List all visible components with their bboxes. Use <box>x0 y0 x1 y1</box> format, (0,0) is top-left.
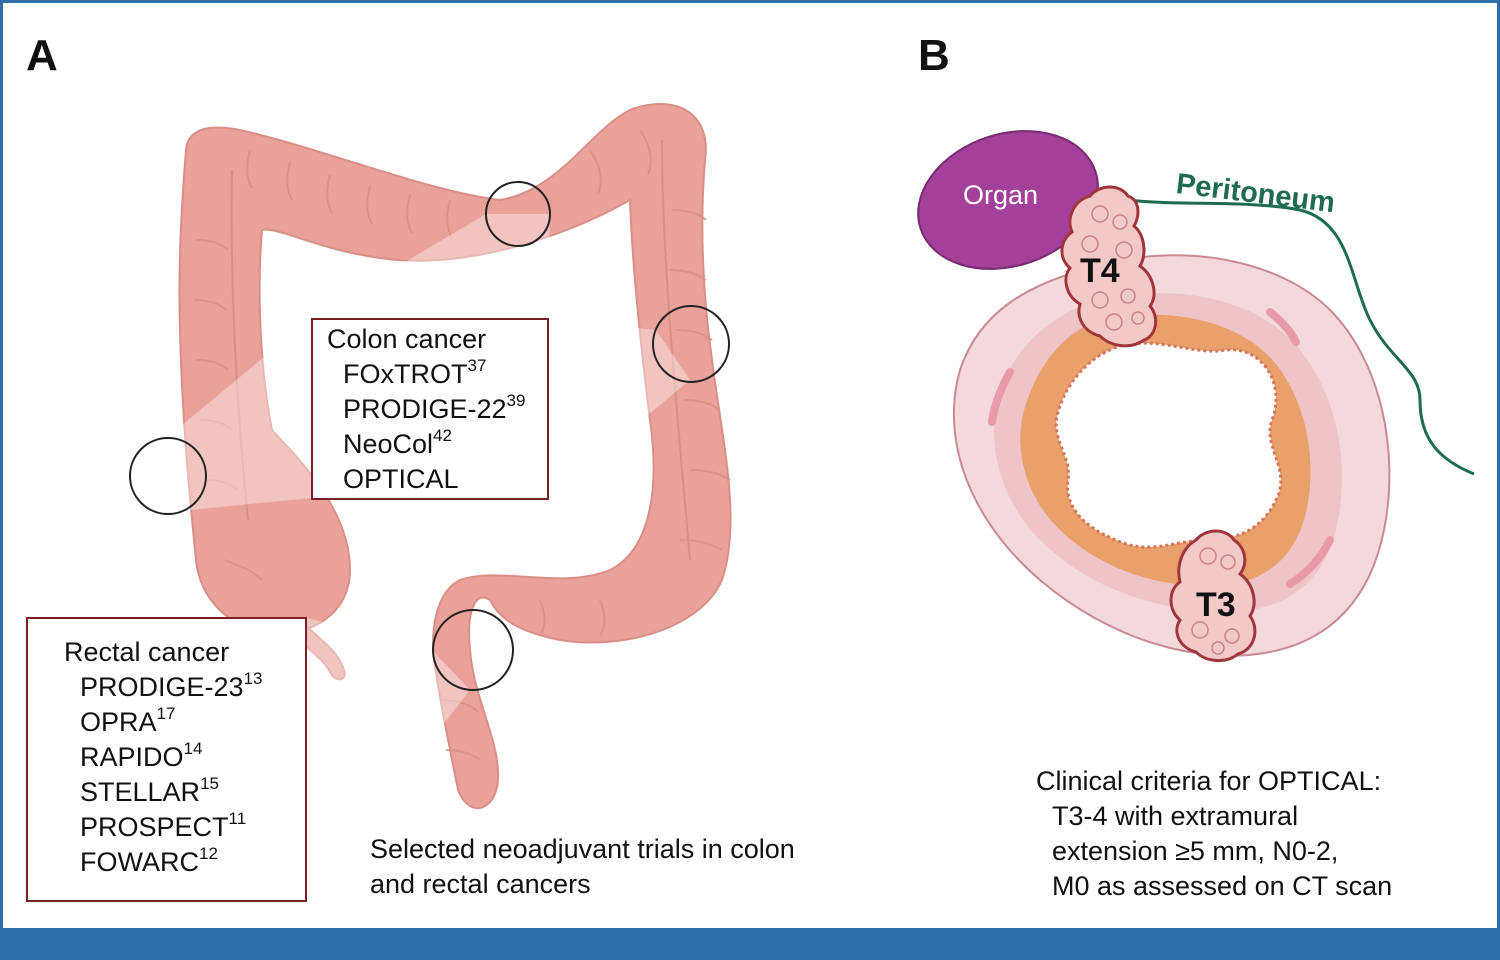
rectal-trial-item: OPRA17 <box>64 705 305 740</box>
colon-box-heading: Colon cancer <box>327 324 487 354</box>
trial-name: NeoCol <box>343 429 434 459</box>
lesion-circles <box>129 181 730 691</box>
t3-label: T3 <box>1196 586 1236 624</box>
trial-name: FOxTROT <box>343 359 468 389</box>
zoom-projections <box>164 214 690 900</box>
caption-line: Selected neoadjuvant trials in colon <box>370 834 795 864</box>
colon-trial-item: PRODIGE-2239 <box>327 392 547 427</box>
trial-name: OPRA <box>80 707 157 737</box>
colon-trial-item: NeoCol42 <box>327 427 547 462</box>
trial-ref: 42 <box>433 426 452 445</box>
trial-name: FOWARC <box>80 847 199 877</box>
frame-top-border <box>0 0 1500 3</box>
t4-label: T4 <box>1080 252 1120 290</box>
trial-ref: 39 <box>506 391 526 410</box>
trial-ref: 13 <box>243 669 263 688</box>
frame-left-border <box>0 0 3 960</box>
t3-tumor <box>1169 529 1257 662</box>
trial-name: OPTICAL <box>343 464 459 494</box>
rectal-trial-item: STELLAR15 <box>64 775 305 810</box>
rectal-trial-item: PRODIGE-2313 <box>64 670 305 705</box>
rectal-trial-item: RAPIDO14 <box>64 740 305 775</box>
colon-trial-item: OPTICAL <box>327 462 547 497</box>
trial-name: STELLAR <box>80 777 201 807</box>
colon-trial-item: FOxTROT37 <box>327 357 547 392</box>
bowel-cross-section <box>952 254 1391 657</box>
colon-cancer-box: Colon cancer FOxTROT37 PRODIGE-2239 NeoC… <box>311 318 549 500</box>
bottom-bar <box>0 928 1500 960</box>
lesion-circle-ascending <box>129 437 207 515</box>
organ-shape <box>917 130 1099 270</box>
trial-ref: 12 <box>198 844 218 863</box>
trial-ref: 15 <box>200 774 219 793</box>
lesion-circle-rectosigmoid <box>432 609 514 691</box>
criteria-heading: Clinical criteria for OPTICAL: <box>1036 766 1382 796</box>
peritoneum-line <box>1127 198 1475 476</box>
panel-a-caption: Selected neoadjuvant trials in colon and… <box>370 832 795 902</box>
rectal-trial-item: FOWARC12 <box>64 845 305 880</box>
lesion-circle-descending <box>652 305 730 383</box>
colon-illustration <box>178 103 732 810</box>
t4-tumor <box>1060 185 1158 348</box>
lesion-circle-transverse <box>485 181 551 247</box>
rectal-cancer-box: Rectal cancer PRODIGE-2313 OPRA17 RAPIDO… <box>26 617 307 902</box>
caption-line: and rectal cancers <box>370 869 591 899</box>
trial-ref: 14 <box>183 739 203 758</box>
panel-b-label: B <box>918 31 950 80</box>
rectal-box-heading: Rectal cancer <box>64 637 230 667</box>
criteria-line: extension ≥5 mm, N0-2, <box>1052 836 1339 866</box>
trial-name: PROSPECT <box>80 812 229 842</box>
criteria-line: T3-4 with extramural <box>1052 801 1299 831</box>
trial-ref: 11 <box>228 809 247 828</box>
figure-artwork <box>129 103 1475 900</box>
trial-name: RAPIDO <box>80 742 184 772</box>
criteria-line: M0 as assessed on CT scan <box>1052 871 1393 901</box>
panel-a-label: A <box>26 31 58 80</box>
rectal-trial-item: PROSPECT11 <box>64 810 305 845</box>
frame-right-border <box>1497 0 1500 960</box>
trial-name: PRODIGE-22 <box>343 394 507 424</box>
trial-ref: 37 <box>467 356 487 375</box>
trial-name: PRODIGE-23 <box>80 672 244 702</box>
trial-ref: 17 <box>156 704 176 723</box>
organ-label: Organ <box>963 180 1039 210</box>
optical-criteria: Clinical criteria for OPTICAL: T3-4 with… <box>1036 764 1392 904</box>
